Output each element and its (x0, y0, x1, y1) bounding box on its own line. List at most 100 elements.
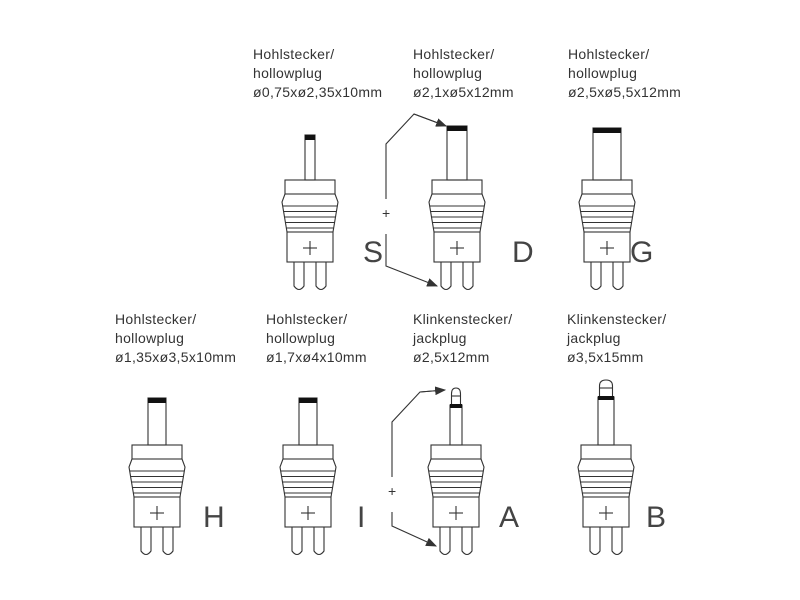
plug-label-i: Hohlstecker/hollowplug ø1,7xø4x10mm (266, 310, 367, 367)
plug-i: I (279, 397, 365, 556)
label-line: ø2,1xø5x12mm (413, 84, 514, 100)
contact-pin (313, 527, 325, 556)
plug-pin (147, 397, 167, 446)
contact-pin (291, 527, 303, 556)
contact-pin (293, 262, 305, 291)
label-line: Hohlstecker/ (266, 311, 348, 327)
plug-base (433, 231, 481, 263)
pin-tip-cap (148, 398, 166, 403)
label-line: hollowplug (115, 330, 185, 346)
pin-tip-cap (447, 126, 467, 131)
plug-base (284, 496, 332, 528)
label-line: ø3,5x15mm (567, 349, 644, 365)
polarity-line-top (391, 389, 446, 477)
plug-pin (304, 134, 316, 181)
contact-pin (590, 262, 602, 291)
plug-a: A (427, 387, 519, 556)
label-line: Hohlstecker/ (413, 46, 495, 62)
jack-insulator-band (598, 396, 614, 400)
plug-base (133, 496, 181, 528)
plug-label-a: Klinkenstecker/jackplug ø2,5x12mm (413, 310, 512, 367)
plug-letter: A (499, 501, 519, 534)
plug-grip (128, 458, 186, 498)
polarity-arrow-center (413, 113, 448, 127)
jack-shaft (597, 396, 615, 446)
polarity-plus-label: + (388, 483, 396, 499)
plug-grip (577, 458, 635, 498)
plug-collar (431, 179, 483, 195)
label-line: Hohlstecker/ (568, 46, 650, 62)
contact-pin (140, 527, 152, 556)
plug-letter: I (357, 501, 365, 534)
pin-tip-cap (305, 135, 315, 140)
contact-pin (461, 527, 473, 556)
polarity-arrow-outer (385, 234, 439, 287)
label-line: ø0,75xø2,35x10mm (253, 84, 383, 100)
label-line: Hohlstecker/ (253, 46, 335, 62)
label-line: jackplug (413, 330, 467, 346)
plug-letter: B (646, 501, 666, 534)
label-line: ø2,5xø5,5x12mm (568, 84, 682, 100)
label-line: ø2,5x12mm (413, 349, 490, 365)
label-line: Hohlstecker/ (115, 311, 197, 327)
plug-letter: S (363, 236, 383, 269)
plug-collar (131, 444, 183, 460)
plug-grip (428, 193, 486, 233)
contact-pin (462, 262, 474, 291)
plug-grip (578, 193, 636, 233)
polarity-indicator: + (388, 386, 447, 547)
label-line: Klinkenstecker/ (567, 311, 667, 327)
label-line: Klinkenstecker/ (413, 311, 513, 327)
plug-base (583, 231, 631, 263)
plug-s: S (281, 134, 383, 291)
pin-tip-cap (593, 128, 621, 133)
polarity-arrow-center (419, 386, 447, 396)
label-line: jackplug (567, 330, 621, 346)
plug-letter: D (512, 236, 534, 269)
jack-shaft (449, 404, 463, 446)
label-line: ø1,7xø4x10mm (266, 349, 367, 365)
plug-grip (281, 193, 339, 233)
label-line: hollowplug (266, 330, 336, 346)
contact-pin (589, 527, 601, 556)
plug-grip (427, 458, 485, 498)
plug-grip (279, 458, 337, 498)
plug-label-h: Hohlstecker/hollowplug ø1,35xø3,5x10mm (115, 310, 236, 367)
plug-pin (446, 125, 468, 181)
plug-label-b: Klinkenstecker/jackplug ø3,5x15mm (567, 310, 666, 367)
plug-d: D (428, 125, 534, 291)
plug-pin (592, 127, 622, 181)
label-line: ø1,35xø3,5x10mm (115, 349, 237, 365)
plug-letter: H (203, 501, 225, 534)
plug-pin (298, 397, 318, 446)
plug-collar (282, 444, 334, 460)
plug-g: G (578, 127, 653, 291)
plug-h: H (128, 397, 225, 556)
pin-tip-cap (299, 398, 317, 403)
plug-base (432, 496, 480, 528)
contact-pin (315, 262, 327, 291)
plug-collar (580, 444, 632, 460)
contact-pin (612, 262, 624, 291)
plug-collar (430, 444, 482, 460)
contact-pin (440, 262, 452, 291)
plug-label-s: Hohlstecker/hollowplug ø0,75xø2,35x10mm (253, 45, 382, 102)
plug-base (582, 496, 630, 528)
contact-pin (162, 527, 174, 556)
label-line: hollowplug (253, 65, 323, 81)
contact-pin (439, 527, 451, 556)
plug-collar (581, 179, 633, 195)
polarity-plus-label: + (382, 205, 390, 221)
plug-label-g: Hohlstecker/hollowplug ø2,5xø5,5x12mm (568, 45, 681, 102)
polarity-indicator: + (382, 113, 448, 287)
plug-base (286, 231, 334, 263)
label-line: hollowplug (568, 65, 638, 81)
plug-collar (284, 179, 336, 195)
contact-pin (611, 527, 623, 556)
plug-b: B (577, 379, 666, 556)
jack-tip (450, 387, 462, 405)
jack-insulator-band (450, 404, 462, 408)
polarity-line-top (385, 113, 447, 199)
label-line: hollowplug (413, 65, 483, 81)
